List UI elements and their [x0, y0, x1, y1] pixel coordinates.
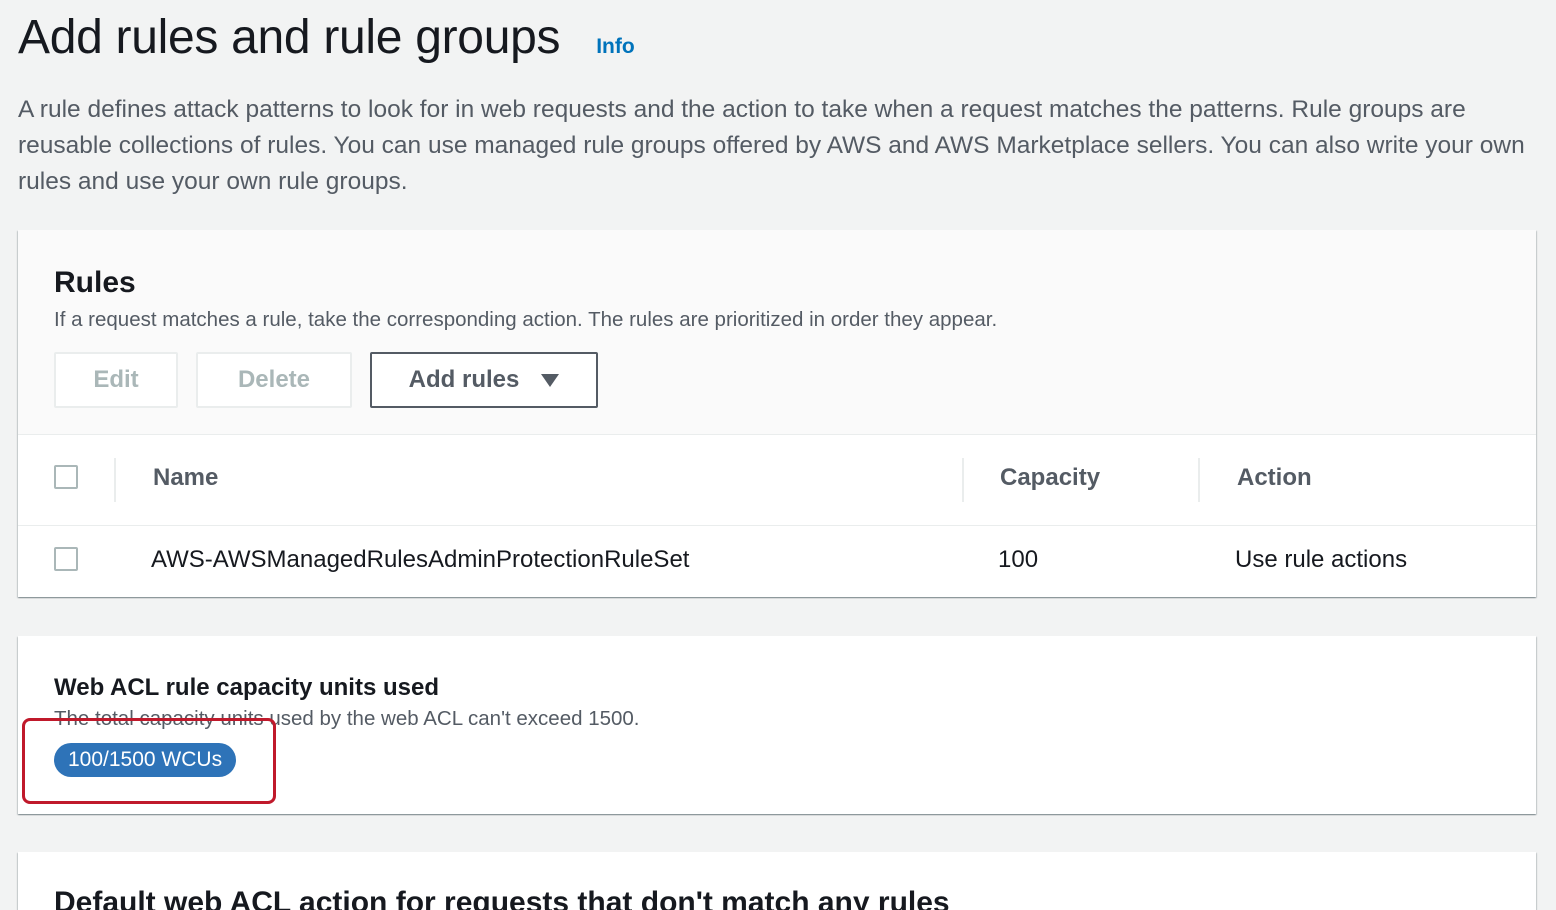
caret-down-icon	[541, 373, 560, 387]
default-action-title: Default web ACL action for requests that…	[54, 886, 950, 910]
rule-capacity-cell: 100	[998, 546, 1039, 573]
rules-description: If a request matches a rule, take the co…	[54, 308, 998, 331]
wcu-badge: 100/1500 WCUs	[54, 743, 237, 777]
table-row-divider	[18, 525, 1536, 526]
page-title: Add rules and rule groups	[18, 11, 561, 64]
rules-title: Rules	[54, 266, 136, 299]
column-divider	[1198, 458, 1200, 502]
column-divider	[114, 458, 116, 502]
column-header-capacity[interactable]: Capacity	[1000, 464, 1101, 491]
delete-button[interactable]: Delete	[196, 352, 352, 408]
column-header-action[interactable]: Action	[1237, 464, 1312, 491]
default-action-panel: Default web ACL action for requests that…	[18, 852, 1536, 910]
rules-panel: Rules If a request matches a rule, take …	[18, 230, 1536, 597]
column-divider	[962, 458, 964, 502]
edit-button[interactable]: Edit	[54, 352, 178, 408]
select-all-checkbox[interactable]	[54, 465, 78, 489]
add-rules-label: Add rules	[408, 366, 520, 393]
add-rules-button[interactable]: Add rules	[370, 352, 598, 408]
page-header: Add rules and rule groups Info	[18, 10, 635, 65]
rule-name-cell: AWS-AWSManagedRulesAdminProtectionRuleSe…	[151, 546, 690, 573]
page-description: A rule defines attack patterns to look f…	[18, 96, 1525, 195]
capacity-panel: Web ACL rule capacity units used The tot…	[18, 636, 1536, 814]
info-link[interactable]: Info	[596, 35, 635, 58]
column-header-name[interactable]: Name	[153, 464, 219, 491]
row-checkbox[interactable]	[54, 547, 78, 571]
capacity-title: Web ACL rule capacity units used	[54, 674, 439, 701]
capacity-description: The total capacity units used by the web…	[54, 707, 640, 730]
highlight-annotation	[22, 718, 276, 804]
rule-action-cell: Use rule actions	[1235, 546, 1408, 573]
